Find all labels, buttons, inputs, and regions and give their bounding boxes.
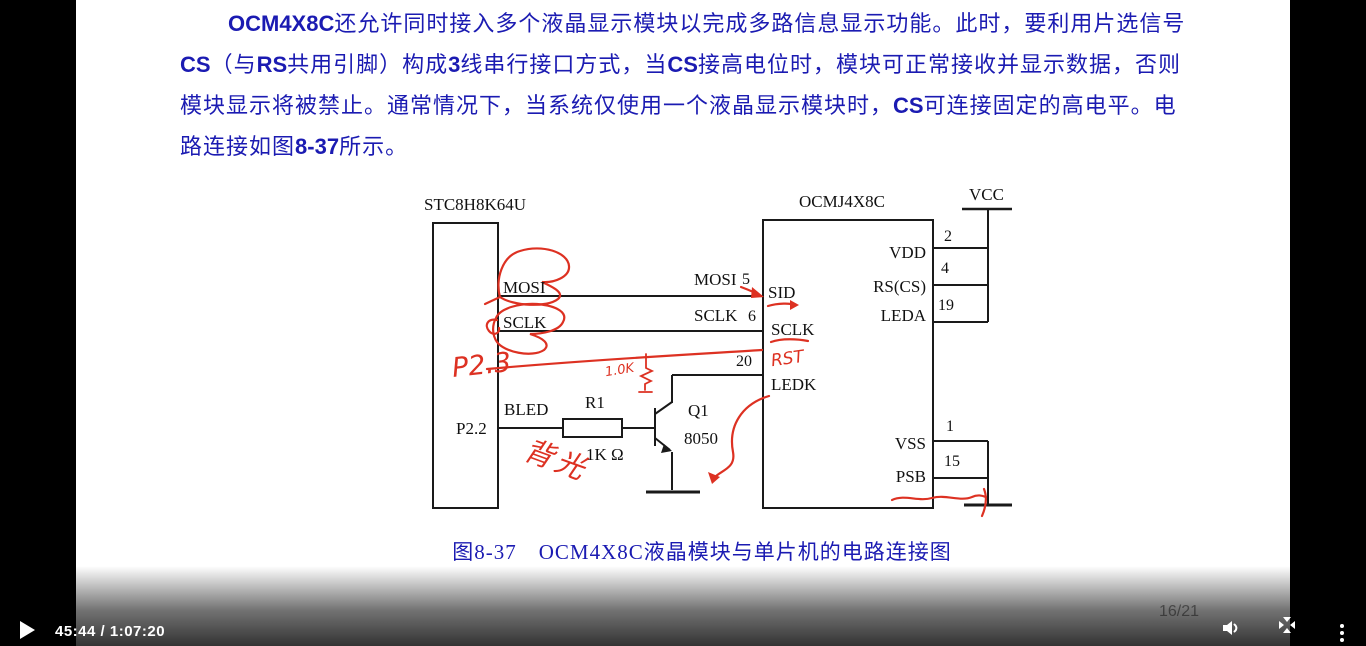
annotation-backlight: 背光 xyxy=(519,432,594,488)
psb-label: PSB xyxy=(895,467,926,486)
ledk-label: LEDK xyxy=(771,375,817,394)
vdd-pin-number: 2 xyxy=(944,228,952,245)
vss-label: VSS xyxy=(894,434,926,453)
compress-icon[interactable] xyxy=(1276,614,1298,641)
sclk-left-label: SCLK xyxy=(503,313,547,332)
bled-label: BLED xyxy=(504,400,549,419)
mcu-title: STC8H8K64U xyxy=(424,195,527,214)
r1-label: R1 xyxy=(585,393,605,412)
annotation-resistor-value: 1.0K xyxy=(604,360,636,381)
rs-cs-label: RS(CS) xyxy=(873,277,926,296)
vdd-label: VDD xyxy=(889,243,926,262)
time-display: 45:44 / 1:07:20 xyxy=(55,623,166,640)
player-controls-gradient xyxy=(0,566,1366,646)
sid-label: SID xyxy=(768,283,796,302)
paragraph-line-4: 路连接如图8-37所示。 xyxy=(180,134,409,159)
transistor-emitter-arrow xyxy=(661,444,672,453)
sclk-module-label: SCLK xyxy=(771,320,815,339)
leda-label: LEDA xyxy=(880,306,926,325)
volume-icon[interactable] xyxy=(1222,620,1242,641)
paragraph-line-1: OCM4X8C还允许同时接入多个液晶显示模块以完成多路信息显示功能。此时，要利用… xyxy=(228,11,1186,36)
paragraph-line-2: CS（与RS共用引脚）构成3线串行接口方式，当CS接高电位时，模块可正常接收并显… xyxy=(180,52,1181,77)
r1-value-label: 1K Ω xyxy=(586,445,624,464)
leda-pin-number: 19 xyxy=(938,297,954,314)
kebab-menu-icon[interactable] xyxy=(1337,624,1347,642)
vcc-label: VCC xyxy=(969,185,1004,204)
mosi-pin-number: 5 xyxy=(742,271,750,288)
psb-pin-number: 15 xyxy=(944,453,960,470)
figure-caption: 图8-37 OCM4X8C液晶模块与单片机的电路连接图 xyxy=(452,540,952,564)
mosi-right-label: MOSI xyxy=(694,270,737,289)
ledk-pin-number: 20 xyxy=(736,353,752,370)
annotation-p23: P2.3 xyxy=(450,346,513,385)
sclk-pin-number: 6 xyxy=(748,308,756,325)
video-surface-slide[interactable]: OCM4X8C还允许同时接入多个液晶显示模块以完成多路信息显示功能。此时，要利用… xyxy=(76,0,1290,646)
sclk-right-label: SCLK xyxy=(694,306,738,325)
q1-label: Q1 xyxy=(688,401,709,420)
vss-pin-number: 1 xyxy=(946,418,954,435)
lcd-title: OCMJ4X8C xyxy=(799,192,885,211)
play-button[interactable] xyxy=(20,621,35,639)
p22-pin-label: P2.2 xyxy=(456,419,487,438)
paragraph: OCM4X8C还允许同时接入多个液晶显示模块以完成多路信息显示功能。此时，要利用… xyxy=(180,3,1210,167)
mosi-left-label: MOSI xyxy=(503,278,546,297)
q1-type-label: 8050 xyxy=(684,429,718,448)
paragraph-line-3: 模块显示将被禁止。通常情况下，当系统仅使用一个液晶显示模块时，CS可连接固定的高… xyxy=(180,93,1177,118)
rs-pin-number: 4 xyxy=(941,260,949,277)
red-arrowhead-swoosh xyxy=(708,472,720,484)
